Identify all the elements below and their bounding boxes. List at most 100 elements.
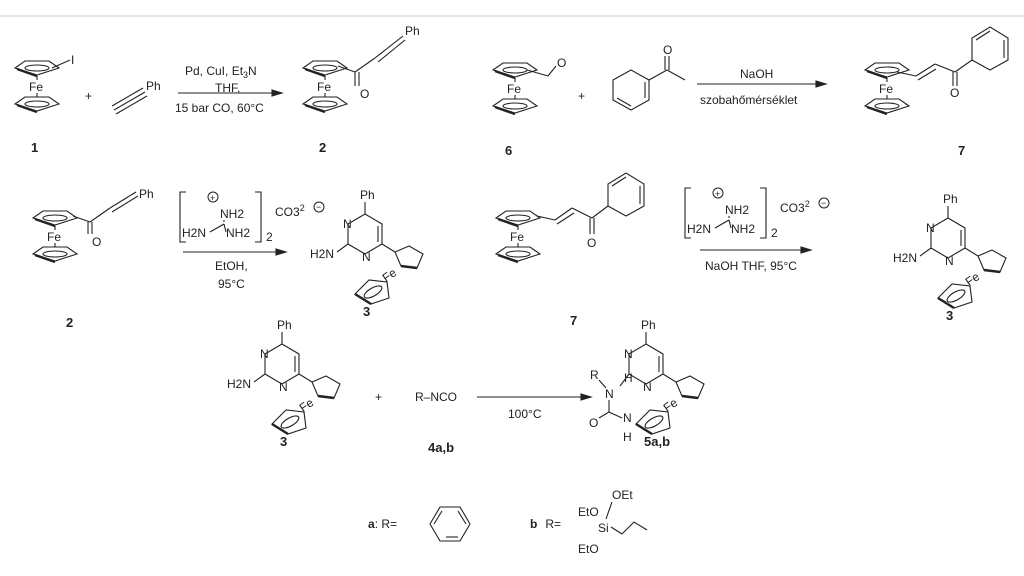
- cyclopentadienyl-ring: [394, 245, 424, 269]
- carbonate-label: CO32: [275, 203, 305, 219]
- plus-label: +: [210, 193, 215, 203]
- cyclopentadienyl-ring: [937, 283, 973, 309]
- compound-label-1: 1: [31, 140, 38, 155]
- ferrocene: Fe: [31, 210, 79, 264]
- urea-nh-h: H: [623, 430, 632, 444]
- option-b-label: b: [530, 517, 537, 531]
- pyrimidine-ring: [347, 213, 383, 255]
- iron-label: Fe: [507, 82, 521, 96]
- cyclopentadienyl-ring: [494, 210, 542, 226]
- cyclopentadienyl-ring: [271, 409, 307, 435]
- cyclopentadienyl-ring: [491, 98, 539, 114]
- option-a-text: : R=: [375, 517, 397, 531]
- phenyl-label: Ph: [146, 79, 161, 93]
- cyclopentadienyl-ring: [977, 249, 1007, 273]
- pyrimidine-n: N: [260, 347, 269, 361]
- conditions-line-2: THF,: [215, 81, 240, 95]
- minus-label: −: [316, 202, 321, 212]
- cyclopentadienyl-ring: [31, 210, 79, 226]
- compound-label-4ab: 4a,b: [428, 440, 454, 455]
- iron-label: Fe: [29, 80, 43, 94]
- phenyl-label: Ph: [641, 318, 656, 332]
- pyrimidine-n: N: [624, 347, 633, 361]
- positive-charge: [207, 191, 219, 203]
- svg-text:a: R=: a: R=: [368, 517, 397, 531]
- ferrocene: Fe: [863, 62, 911, 116]
- cyclopentadienyl-ring: [311, 375, 341, 399]
- stoichiometry-label: 2: [771, 226, 778, 240]
- bracket-left: [179, 191, 186, 243]
- ketone-o: O: [663, 43, 672, 57]
- compound-label: 5a,b: [644, 434, 670, 449]
- ferrocene: Fe: [491, 62, 539, 116]
- pyrimidine-n: N: [279, 380, 288, 394]
- stoichiometry-label: 2: [266, 230, 273, 244]
- benzene-ring: [429, 506, 471, 542]
- urea-h: H: [624, 371, 633, 385]
- ferrocene: Fe: [13, 60, 61, 114]
- pyrimidine-n: N: [643, 380, 652, 394]
- cyclopentadienyl-ring: [13, 96, 61, 112]
- conditions-line-1: Pd, CuI, Et: [185, 64, 244, 78]
- option-a-label: a: [368, 517, 375, 531]
- carbonyl-o: O: [587, 236, 596, 250]
- ferrocene: Fe: [494, 210, 542, 264]
- iron-label: Fe: [317, 80, 331, 94]
- svg-text:bR=: b R=: [530, 517, 561, 531]
- compound-label: 3: [280, 434, 287, 449]
- ethoxy-label: EtO: [578, 542, 599, 556]
- pyrimidine-ring: [930, 217, 966, 259]
- compound-label-2: 2: [319, 140, 326, 155]
- condition-label: szobahőmérséklet: [700, 93, 798, 107]
- cyclopentadienyl-ring: [31, 246, 79, 262]
- amine-label: NH2: [731, 222, 755, 236]
- condition-label: 100°C: [508, 407, 542, 421]
- minus-label: −: [821, 198, 826, 208]
- carbonyl-o: O: [360, 87, 369, 101]
- reagent-label: NaOH: [740, 67, 773, 81]
- cyclopentadienyl-ring: [494, 246, 542, 262]
- amine-label: H2N: [687, 222, 711, 236]
- phenyl-label: Ph: [405, 24, 420, 38]
- isocyanate-label: R–NCO: [415, 390, 457, 404]
- pyrimidine-ring: [628, 343, 664, 385]
- pyrimidine-n: N: [343, 217, 352, 231]
- urea-n: N: [605, 387, 614, 401]
- positive-charge: [712, 187, 724, 199]
- option-b-text: R=: [545, 517, 561, 531]
- reaction-2: O + O NaOH szobahőmérséklet O 6 7: [505, 26, 1009, 158]
- aldehyde-o: O: [557, 56, 566, 70]
- iron-label: Fe: [879, 82, 893, 96]
- amine-label: NH2: [226, 226, 250, 240]
- pyrimidine-n: N: [362, 250, 371, 264]
- amine-label: H2N: [182, 226, 206, 240]
- iron-label: Fe: [47, 230, 61, 244]
- conditions-line-3: 15 bar CO, 60°C: [175, 101, 264, 115]
- negative-charge: [313, 201, 325, 213]
- compound-label-6: 6: [505, 143, 512, 158]
- compound-label: 3: [363, 304, 370, 319]
- iron-label: Fe: [510, 230, 524, 244]
- pyrimidine-ring: [264, 343, 300, 385]
- plus-sign: +: [578, 89, 585, 103]
- compound-label-7: 7: [958, 143, 965, 158]
- cyclopentadienyl-ring: [863, 98, 911, 114]
- plus-sign: +: [375, 390, 382, 404]
- amine-label: NH2: [725, 203, 749, 217]
- bracket-left: [684, 187, 691, 239]
- bracket-right: [760, 187, 767, 239]
- plus-label: +: [715, 189, 720, 199]
- bracket-right: [255, 191, 262, 243]
- cyclopentadienyl-ring: [354, 279, 390, 305]
- pyrimidine-n: N: [945, 254, 954, 268]
- carbonyl-o: O: [92, 235, 101, 249]
- iodo-label: I: [71, 53, 74, 67]
- plus-sign: +: [85, 89, 92, 103]
- phenyl-label: Ph: [277, 318, 292, 332]
